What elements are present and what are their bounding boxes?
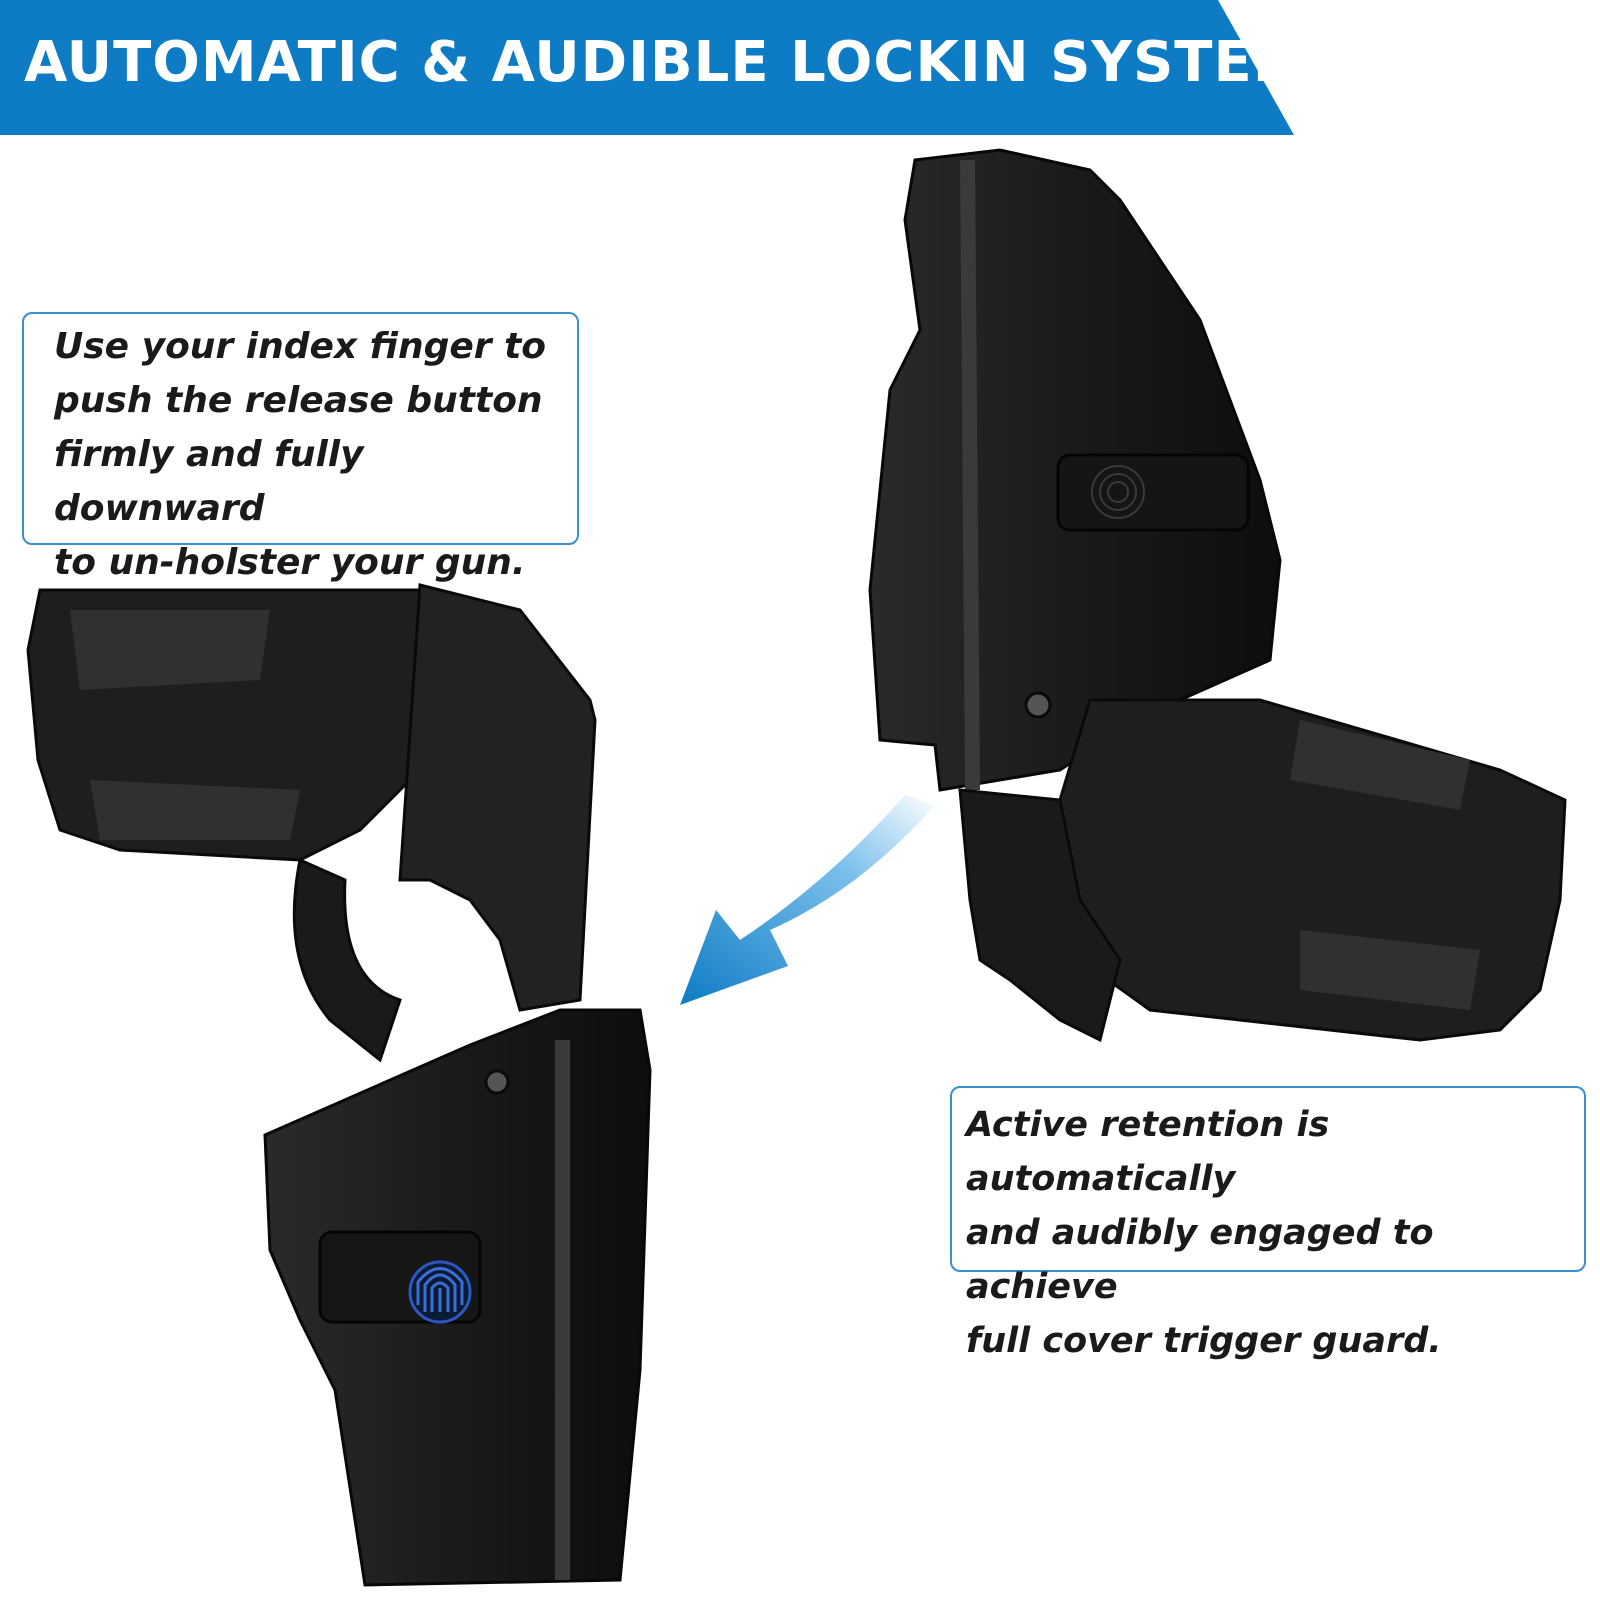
holster-rail-right <box>960 160 980 790</box>
banner-shape <box>0 0 1294 135</box>
grip-texture-right <box>1290 720 1480 1010</box>
callout-line: to un-holster your gun. <box>54 542 526 583</box>
callout-line: Active retention is automatically <box>966 1105 1330 1199</box>
trigger-guard-left <box>292 857 402 1063</box>
retention-info-callout: Active retention is automatically and au… <box>950 1086 1586 1361</box>
callout-line: push the release button <box>54 380 543 421</box>
callout-line: full cover trigger guard. <box>966 1321 1442 1361</box>
callout-line: and audibly engaged to achieve <box>966 1213 1434 1307</box>
banner-title: AUTOMATIC & AUDIBLE LOCKIN SYSTEM <box>24 30 1310 95</box>
holstered-pistol-left <box>26 583 652 1587</box>
callout-line: Use your index finger to <box>54 326 547 367</box>
retention-lever-right <box>1056 453 1250 532</box>
grip-texture-left <box>70 610 300 840</box>
release-instruction-callout: Use your index finger to push the releas… <box>22 312 579 583</box>
fingerprint-icon <box>1091 465 1145 519</box>
holster-screw-left <box>484 1069 510 1095</box>
trigger-guard-right <box>958 788 1122 1043</box>
pistol-slide-left <box>398 583 597 1012</box>
holster-screw-right <box>1024 691 1052 719</box>
callout-line: firmly and fully downward <box>54 434 364 529</box>
header-banner: AUTOMATIC & AUDIBLE LOCKIN SYSTEM <box>0 0 1308 135</box>
holster-rail-left <box>555 1040 570 1580</box>
holstered-pistol-right <box>868 148 1567 1043</box>
curved-arrow-icon <box>680 795 935 1005</box>
fingerprint-icon <box>408 1260 472 1324</box>
